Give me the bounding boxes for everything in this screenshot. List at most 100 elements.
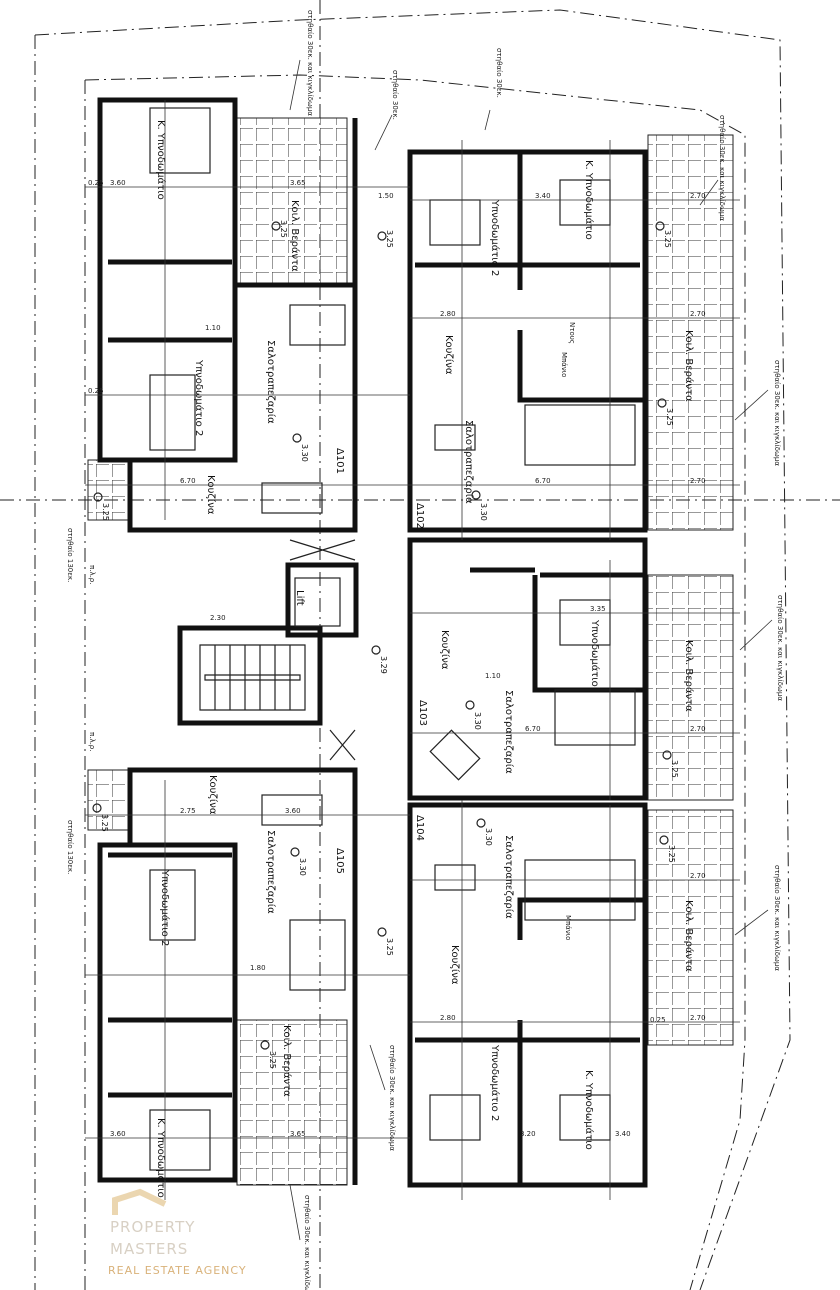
door-label-d105: Δ105: [334, 848, 345, 874]
dimension-label: 3.35: [590, 605, 606, 613]
note-parapet-rail: στηθαίο 30εκ. και κιγκλίδωμα: [306, 10, 314, 116]
note-parapet-rail: στηθαίο 30εκ. και κιγκλίδωμα: [773, 360, 781, 466]
svg-text:3.25: 3.25: [663, 230, 672, 248]
note-parapet-rail: στηθαίο 30εκ. και κιγκλίδωμα: [776, 595, 784, 701]
dimension-label: 2.70: [690, 192, 706, 200]
level-marker: 3.25: [260, 1040, 277, 1069]
note-parapet-130: στηθαίο 130εκ.: [66, 820, 74, 874]
room-label-veranda: Κοιλ. Βεράντα: [281, 1025, 293, 1097]
room-labels: Κ. Υπνοδωμάτιο Κοιλ. Βεράντα Υπνοδωμάτιο…: [155, 120, 695, 1198]
level-marker: 3.25: [662, 750, 679, 778]
svg-text:3.25: 3.25: [667, 845, 676, 863]
room-label-bedroom2: Υπνοδωμάτιο 2: [193, 359, 205, 436]
dimension-label: 3.40: [535, 192, 551, 200]
svg-text:3.30: 3.30: [484, 828, 493, 846]
room-label-kitchen: Κουζίνα: [443, 335, 455, 375]
dimension-label: 2.80: [440, 310, 456, 318]
level-marker: 3.25: [93, 492, 110, 521]
level-marker: 3.30: [476, 818, 493, 846]
room-label-living: Σαλοτραπεζαρία: [265, 830, 277, 914]
dimension-label: 2.70: [690, 310, 706, 318]
dimension-label: 2.70: [690, 872, 706, 880]
svg-text:3.25: 3.25: [665, 408, 674, 426]
dimension-label: 0.25: [650, 1016, 666, 1024]
door-labels: Δ101 Δ102 Δ103 Δ104 Δ105: [334, 448, 428, 874]
note-parapet-rail: στηθαίο 30εκ. και κιγκλίδωμα: [718, 115, 726, 221]
dimension-label: 6.70: [535, 477, 551, 485]
room-label-veranda: Κοιλ. Βεράντα: [289, 200, 301, 272]
level-marker: 3.25: [377, 927, 394, 956]
level-marker: 3.25: [271, 220, 288, 238]
room-label-master-bedroom: Κ. Υπνοδωμάτιο: [155, 120, 167, 200]
dimension-label: 6.70: [525, 725, 541, 733]
dimension-label: 3.65: [290, 1130, 306, 1138]
level-marker: 3.30: [292, 433, 309, 462]
staircase: [199, 644, 306, 711]
walls: [97, 97, 648, 1188]
level-marker: 3.25: [659, 835, 676, 863]
watermark: PROPERTY MASTERS REAL ESTATE AGENCY: [108, 1188, 247, 1277]
door-label-d102: Δ102: [414, 503, 425, 529]
dimension-labels: 3.60 3.65 1.50 2.80 6.70 6.70 3.40 2.70 …: [88, 179, 706, 1138]
level-marker: 3.25: [657, 398, 674, 426]
watermark-line2: MASTERS: [110, 1240, 188, 1258]
level-markers: 3.25 3.25 3.30 3.25 3.25 3.25 3.30 3.29 …: [92, 220, 679, 1069]
svg-text:3.25: 3.25: [279, 220, 288, 238]
note-plr: π.λ.ρ.: [88, 732, 96, 751]
level-marker: 3.29: [371, 645, 388, 674]
room-label-bedroom2: Υπνοδωμάτιο 2: [489, 1044, 501, 1121]
room-label-living: Σαλοτραπεζαρία: [265, 340, 277, 424]
dimension-label: 2.30: [210, 614, 226, 622]
svg-text:3.30: 3.30: [298, 858, 307, 876]
room-label-veranda: Κοιλ. Βεράντα: [683, 900, 695, 972]
svg-text:3.25: 3.25: [100, 814, 109, 832]
dimension-label: 3.60: [285, 807, 301, 815]
room-label-master-bedroom: Κ. Υπνοδωμάτιο: [583, 160, 595, 240]
dimension-label: 3.40: [615, 1130, 631, 1138]
dimension-lines: [85, 100, 740, 1200]
level-marker: 3.25: [655, 221, 672, 248]
level-marker: 3.25: [377, 230, 394, 248]
dimension-label: 3.65: [290, 179, 306, 187]
dimension-label: 6.70: [180, 477, 196, 485]
room-label-kitchen: Κουζίνα: [207, 775, 219, 815]
room-label-veranda: Κοιλ. Βεράντα: [683, 640, 695, 712]
dimension-label: 0.25: [88, 179, 104, 187]
note-parapet: στηθαίο 30εκ.: [495, 48, 503, 98]
verandas: [87, 117, 734, 1186]
watermark-line1: PROPERTY: [110, 1218, 195, 1236]
door-label-d103: Δ103: [417, 700, 428, 726]
svg-text:3.25: 3.25: [385, 938, 394, 956]
svg-text:3.29: 3.29: [379, 656, 388, 674]
level-marker: 3.30: [471, 490, 488, 521]
room-label-veranda: Κοιλ. Βεράντα: [683, 330, 695, 402]
level-marker: 3.30: [290, 847, 307, 876]
room-label-bedroom2: Υπνοδωμάτιο 2: [159, 869, 171, 946]
room-label-bathroom: Μπάνιο: [560, 352, 568, 377]
watermark-line3: REAL ESTATE AGENCY: [108, 1264, 247, 1277]
dimension-label: 1.10: [205, 324, 221, 332]
dimension-label: 1.80: [250, 964, 266, 972]
note-parapet-rail: στηθαίο 30εκ. και κιγκλίδωμα: [773, 865, 781, 971]
dimension-label: 2.70: [690, 1014, 706, 1022]
door-label-d101: Δ101: [334, 448, 345, 474]
room-label-bedroom: Υπνοδωμάτιο: [589, 619, 601, 687]
note-plr: π.λ.ρ.: [88, 565, 96, 584]
note-parapet-rail: στηθαίο 30εκ. και κιγκλίδωμα: [303, 1195, 311, 1290]
room-label-kitchen: Κουζίνα: [439, 630, 451, 670]
door-label-d104: Δ104: [414, 815, 425, 841]
dimension-label: 2.75: [180, 807, 196, 815]
note-parapet-130: στηθαίο 130εκ.: [66, 528, 74, 582]
annotations: στηθαίο 30εκ. και κιγκλίδωμα στηθαίο 30ε…: [66, 10, 784, 1290]
dimension-label: 2.70: [690, 477, 706, 485]
room-label-living: Σαλοτραπεζαρία: [503, 835, 515, 919]
svg-text:3.30: 3.30: [300, 444, 309, 462]
svg-text:3.25: 3.25: [385, 230, 394, 248]
dimension-label: 1.10: [485, 672, 501, 680]
dimension-label: 3.20: [520, 1130, 536, 1138]
room-label-bathroom: Μπάνιο: [564, 915, 572, 940]
svg-text:3.25: 3.25: [268, 1051, 277, 1069]
svg-text:3.30: 3.30: [479, 503, 488, 521]
dimension-label: 3.60: [110, 1130, 126, 1138]
